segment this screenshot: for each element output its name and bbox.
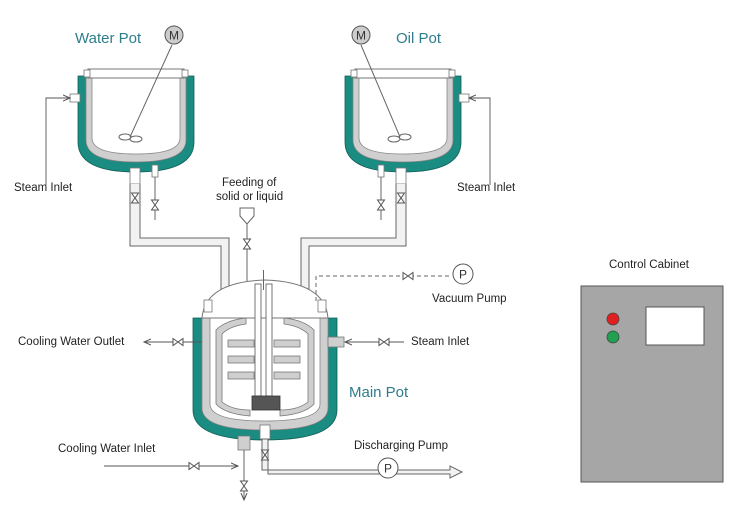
pump-symbol: P bbox=[459, 268, 467, 282]
motor-symbol: M bbox=[169, 29, 179, 43]
vacuum-pump-label: Vacuum Pump bbox=[432, 293, 507, 305]
vacuum-pump: P bbox=[452, 263, 474, 285]
control-cabinet bbox=[580, 285, 724, 483]
feeding-label-line1: Feeding of bbox=[222, 177, 277, 189]
steam-inlet-right-label: Steam Inlet bbox=[457, 182, 516, 194]
main-pot bbox=[192, 270, 345, 451]
steam-inlet-left-label: Steam Inlet bbox=[14, 182, 73, 194]
discharging-line bbox=[261, 438, 464, 479]
pump-symbol: P bbox=[384, 462, 392, 476]
water-pot bbox=[69, 44, 195, 185]
water-pot-wall bbox=[85, 77, 187, 163]
steam-inlet-line-right bbox=[469, 98, 491, 185]
steam-inlet-line-left bbox=[45, 98, 70, 185]
oil-transfer-pipe bbox=[300, 184, 407, 301]
water-transfer-pipe bbox=[129, 184, 230, 301]
cooling-water-inlet-label: Cooling Water Inlet bbox=[58, 443, 156, 455]
red-indicator bbox=[606, 312, 620, 326]
oil-pot bbox=[344, 44, 470, 185]
green-indicator bbox=[606, 330, 620, 344]
water-pot-motor: M bbox=[164, 25, 184, 45]
feeding-label-line2: solid or liquid bbox=[216, 191, 283, 203]
control-cabinet-label: Control Cabinet bbox=[609, 259, 690, 271]
oil-pot-lid bbox=[354, 68, 452, 79]
water-pot-lid bbox=[87, 68, 185, 79]
cooling-water-outlet-label: Cooling Water Outlet bbox=[18, 336, 125, 348]
motor-symbol: M bbox=[356, 29, 366, 43]
discharging-pump-label: Discharging Pump bbox=[354, 440, 448, 452]
main-pot-title: Main Pot bbox=[349, 384, 409, 401]
steam-inlet-main-label: Steam Inlet bbox=[411, 336, 470, 348]
oil-pot-motor: M bbox=[351, 25, 371, 45]
discharging-pump: P bbox=[377, 457, 399, 479]
oil-pot-wall bbox=[352, 77, 454, 163]
oil-pot-title: Oil Pot bbox=[396, 30, 442, 47]
cabinet-display bbox=[645, 306, 705, 346]
water-pot-title: Water Pot bbox=[75, 30, 142, 47]
